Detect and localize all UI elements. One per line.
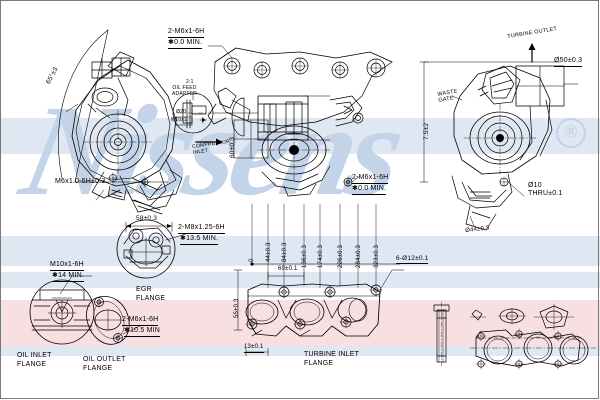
- label-egr-thread: 2-M8x1.25-6H: [178, 224, 225, 235]
- label-oil-feed-adapter: OIL FEED ADAPTER: [172, 85, 198, 97]
- view-turbine-inlet-flange: [233, 203, 405, 357]
- label-turbine-inlet-flange: TURBINE INLET FLANGE: [304, 351, 360, 367]
- label-egr-flange: EGR FLANGE: [136, 286, 166, 302]
- view-turbine-top: [207, 45, 393, 197]
- label-oil-inlet-flange: OIL INLET FLANGE: [17, 352, 52, 368]
- label-two-m6-thread-mid: 2-M6x1-6H: [352, 174, 389, 185]
- view-oil-feed-adapter: [172, 92, 259, 134]
- view-compressor-side: [58, 29, 183, 215]
- label-six-bolt-holes: 6-Ø12±0.1: [396, 255, 429, 265]
- label-egr-width: 58±0.3: [136, 215, 158, 222]
- view-egr-flange: [116, 219, 187, 279]
- label-turbine-outlet-dia: Ø50±0.3: [554, 57, 583, 68]
- label-two-m6-depth-top: ✱0.0 MIN.: [168, 39, 203, 50]
- label-oil-outlet-flange: OIL OUTLET FLANGE: [83, 356, 126, 372]
- watermark-registered-icon: ®: [556, 118, 586, 148]
- label-oil-inlet-depth: ✱14 MIN.: [52, 272, 84, 283]
- label-egr-depth: ✱13.5 MIN.: [180, 235, 219, 246]
- label-oil-feed-ratio: 2:1: [186, 79, 194, 85]
- label-oil-outlet-depth: ✱10.5 MIN: [124, 327, 161, 338]
- label-thru-hole: Ø10 THRU±0.1: [528, 182, 563, 198]
- label-oil-outlet-thread: 2-M6x1-6H: [122, 316, 159, 327]
- label-oil-feed-thread: M10x1: [171, 117, 188, 123]
- view-oil-inlet-flange: [29, 275, 95, 345]
- view-turbine-outlet: [419, 43, 579, 231]
- label-pitch-69: 69±0.1: [278, 266, 298, 272]
- view-oil-outlet-flange: [86, 295, 141, 345]
- label-two-m6-depth-mid: ✱0.0 MIN.: [352, 185, 387, 196]
- label-oil-inlet-thread: M10x1-6H: [50, 261, 84, 272]
- view-gasket-stud-kit: [433, 301, 597, 370]
- label-two-m6-thread-top: 2-M6x1-6H: [168, 28, 205, 39]
- compressor-inlet-arrow: [195, 138, 223, 146]
- label-oil-feed-dia: Ø20: [176, 109, 187, 115]
- label-pitch-13: 13±0.1: [244, 344, 264, 353]
- label-compressor-thread: M6x1.0-6H±0.3: [55, 178, 106, 185]
- compressor-inlet-dim-block: [233, 119, 269, 159]
